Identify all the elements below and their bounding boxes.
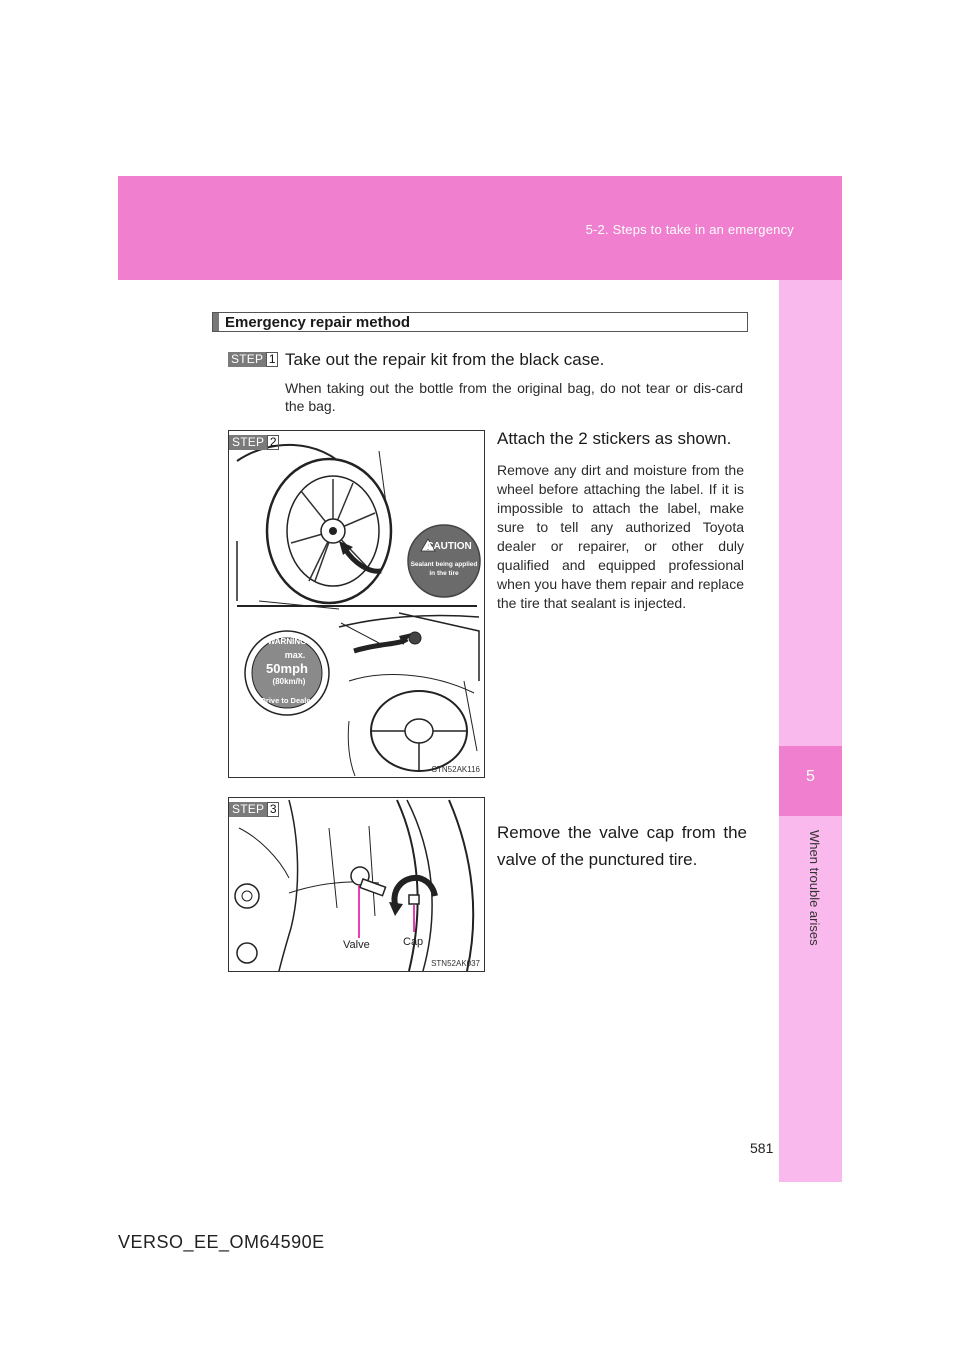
step-3-text: Remove the valve cap from the valve of t…	[497, 823, 747, 869]
step-number: 1	[266, 352, 279, 367]
warning-bottom-text: Drive to Dealer	[261, 696, 314, 705]
caution-heading: CAUTION	[426, 541, 472, 552]
side-tab	[779, 280, 842, 1182]
section-heading: Emergency repair method	[212, 312, 748, 332]
caution-line-1: Sealant being applied	[411, 561, 478, 568]
step-3-figure: Valve Cap STEP 3 STN52AK037	[228, 797, 485, 972]
section-heading-bar	[213, 313, 219, 331]
step-number: 2	[267, 435, 280, 450]
warning-speed: 50mph	[266, 661, 308, 676]
chapter-title: When trouble arises	[807, 830, 822, 946]
step-1-text: Take out the repair kit from the black c…	[285, 350, 605, 369]
svg-text:!: !	[427, 543, 429, 552]
page-number: 581	[750, 1140, 774, 1156]
step-number: 3	[267, 802, 280, 817]
step-3-badge: STEP 3	[229, 802, 280, 817]
step-1-badge: STEP 1	[228, 352, 279, 367]
step-1-note: When taking out the bottle from the orig…	[285, 380, 743, 414]
cap-label: Cap	[403, 936, 423, 948]
side-tab-chapter-block	[779, 746, 842, 816]
section-heading-title: Emergency repair method	[225, 314, 411, 331]
sticker-illustration: ! CAUTION Sealant being applied in the t…	[236, 444, 481, 777]
header-section-title: 5-2. Steps to take in an emergency	[585, 222, 794, 237]
step-label: STEP	[229, 802, 268, 817]
valve-illustration: Valve Cap	[234, 799, 475, 971]
step-label: STEP	[229, 435, 268, 450]
warning-kmh: (80km/h)	[273, 677, 306, 686]
step-label: STEP	[228, 352, 267, 367]
warning-top-text: WARNING	[268, 637, 307, 646]
step-2-badge: STEP 2	[229, 435, 280, 450]
warning-max: max.	[285, 650, 306, 660]
step-2-note: Remove any dirt and moisture from the wh…	[497, 462, 744, 611]
step-2-text: Attach the 2 stickers as shown.	[497, 429, 732, 448]
figure-code: STN52AK116	[431, 765, 480, 774]
header-band	[118, 176, 842, 280]
figure-code: STN52AK037	[431, 959, 480, 968]
chapter-number: 5	[806, 768, 815, 785]
valve-label: Valve	[343, 939, 370, 951]
step-2-figure: ! CAUTION Sealant being applied in the t…	[228, 430, 485, 778]
caution-line-2: in the tire	[429, 570, 459, 577]
document-code: VERSO_EE_OM64590E	[118, 1232, 325, 1252]
